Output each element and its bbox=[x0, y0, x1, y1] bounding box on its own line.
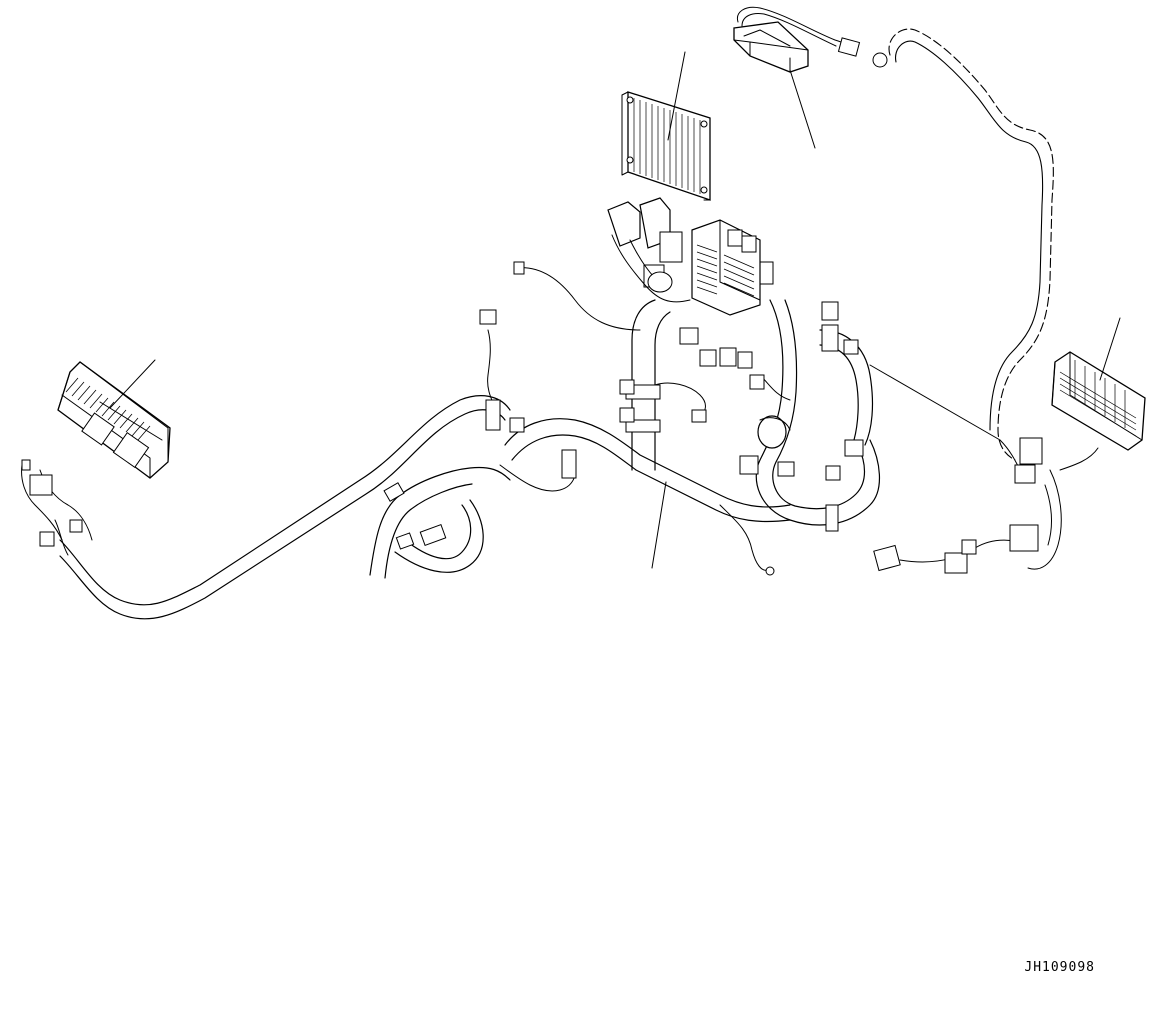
antenna-module bbox=[733, 6, 861, 149]
ecu-left bbox=[57, 359, 171, 479]
leader-antenna bbox=[789, 69, 816, 149]
controller-right bbox=[1051, 317, 1146, 451]
leader-main-harness bbox=[651, 481, 667, 569]
fuse-relay-block bbox=[607, 197, 761, 316]
drawing-code: JH109098 bbox=[1024, 960, 1095, 975]
thin-wires bbox=[21, 28, 1099, 571]
connectors bbox=[21, 52, 1043, 576]
screen-panel bbox=[621, 51, 711, 201]
leader-controller-right bbox=[1099, 317, 1121, 381]
leader-ecu-left bbox=[109, 359, 156, 409]
main-harness bbox=[59, 299, 881, 620]
leader-screen-panel bbox=[667, 51, 686, 141]
